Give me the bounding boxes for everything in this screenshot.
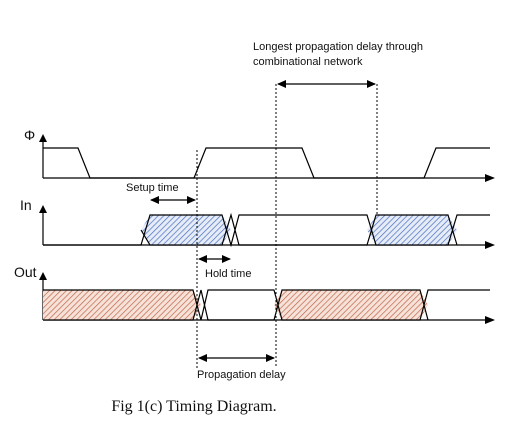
out-y-axis-arrow bbox=[39, 272, 47, 280]
in-transition-region-1 bbox=[141, 215, 231, 245]
out-label: Out bbox=[14, 264, 37, 280]
annotations: Longest propagation delay through combin… bbox=[126, 41, 423, 381]
hold-time-label: Hold time bbox=[205, 268, 251, 280]
reference-lines bbox=[196, 84, 378, 368]
longest-delay-label-line2: combinational network bbox=[253, 56, 363, 68]
in-signal: In bbox=[20, 197, 495, 249]
phi-signal: Φ bbox=[24, 127, 495, 182]
phi-label: Φ bbox=[24, 127, 35, 143]
out-waveform-complement bbox=[43, 289, 429, 321]
out-transition-region-1 bbox=[43, 290, 201, 320]
propagation-delay-label: Propagation delay bbox=[197, 369, 286, 381]
in-transition-region-2 bbox=[367, 215, 457, 245]
phi-y-axis-arrow bbox=[39, 134, 47, 142]
out-transition-region-2 bbox=[274, 290, 428, 320]
out-waveform bbox=[43, 289, 490, 321]
in-time-axis-arrow bbox=[485, 241, 495, 249]
phi-waveform bbox=[43, 147, 490, 179]
in-waveform bbox=[43, 214, 490, 248]
in-waveform-complement bbox=[140, 212, 458, 246]
in-y-axis-arrow bbox=[39, 205, 47, 213]
longest-delay-label-line1: Longest propagation delay through bbox=[253, 41, 423, 53]
phi-time-axis-arrow bbox=[485, 174, 495, 182]
in-label: In bbox=[20, 197, 32, 213]
out-signal: Out bbox=[14, 264, 495, 324]
setup-time-label: Setup time bbox=[126, 182, 179, 194]
out-time-axis-arrow bbox=[485, 316, 495, 324]
figure-caption: Fig 1(c) Timing Diagram. bbox=[111, 398, 277, 415]
